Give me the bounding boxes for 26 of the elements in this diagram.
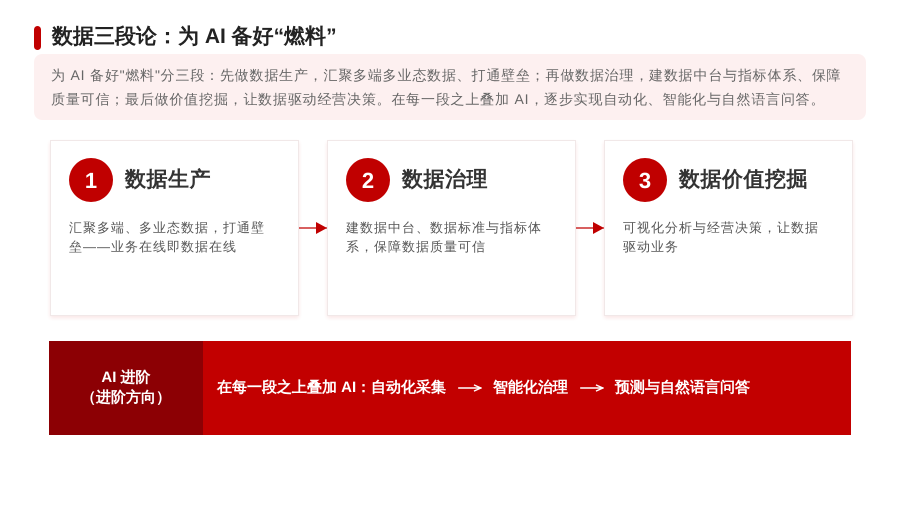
step-number: 1 [69,158,113,202]
step-number: 3 [623,158,667,202]
step-card [604,140,853,316]
step-card [50,140,299,316]
arrow [576,222,604,234]
step-title: 数据价值挖掘 [679,167,808,193]
step-description: 可视化分析与经营决策，让数据驱动业务 [623,219,820,256]
arrow [580,384,604,392]
step-number: 2 [346,158,390,202]
page-title: 数据三段论：为 AI 备好“燃料” [52,24,337,50]
step-description: 汇聚多端、多业态数据，打通壁垒——业务在线即数据在线 [69,219,266,256]
ai-advance-block [49,341,203,435]
stage-label: 自动化采集 [371,378,458,398]
stage-label: 预测与自然语言问答 [603,378,750,398]
intro-text: 为 AI 备好"燃料"分三段：先做数据生产，汇聚多端多业态数据、打通壁垒；再做数据治理，建数据中台与指标体系、保障质量可信；最后做价值挖掘，让数据驱动经营决策。在每一段之上叠加 AI，逐步实现自动化、智能化与自然语言问答。 [51,66,843,109]
stage-label: 智能化治理 [481,378,580,398]
arrow [299,222,327,234]
block-subtitle: （进阶方向） [81,388,171,408]
step-title: 数据治理 [402,167,488,193]
bar-lead-text: 在每一段之上叠加 AI： [217,378,372,398]
arrow [458,384,482,392]
ai-advance-bar [49,341,851,435]
block-title: AI 进阶 [101,368,151,388]
step-card [327,140,576,316]
step-title: 数据生产 [125,167,211,193]
step-description: 建数据中台、数据标准与指标体系，保障数据质量可信 [346,219,543,256]
